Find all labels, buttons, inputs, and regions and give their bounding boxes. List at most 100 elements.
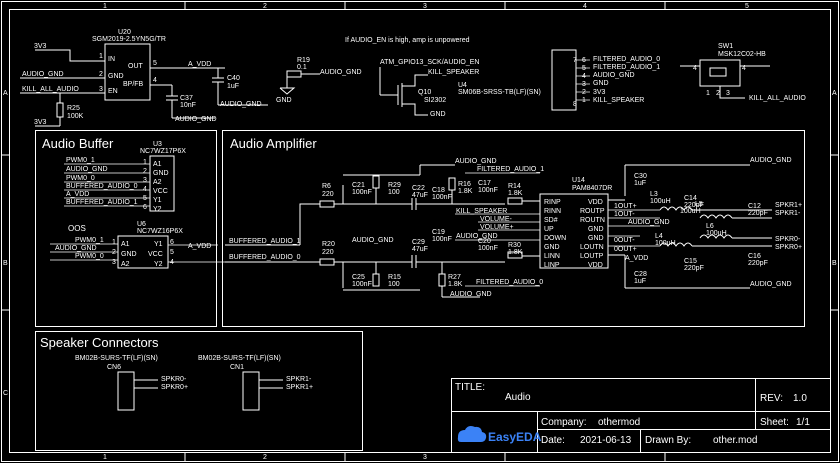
svg-text:SPKR1-: SPKR1-: [286, 376, 312, 383]
svg-text:AUDIO_GND: AUDIO_GND: [750, 281, 792, 288]
row-a-left: A: [3, 90, 8, 97]
svg-text:SPKR1+: SPKR1+: [286, 384, 313, 391]
audio-amplifier-section: [222, 130, 805, 327]
svg-text:3V3: 3V3: [593, 89, 606, 96]
svg-text:AUDIO_GND: AUDIO_GND: [456, 233, 498, 240]
svg-text:AUDIO_GND: AUDIO_GND: [175, 116, 217, 123]
u14-amplifier-ic: U14 PAM8407DR RINP RINN SD# UP DOWN GND …: [539, 177, 612, 269]
svg-text:R29: R29: [388, 182, 401, 189]
svg-text:Y2: Y2: [154, 261, 163, 268]
svg-text:SI2302: SI2302: [424, 97, 446, 104]
svg-text:PWM0_0: PWM0_0: [66, 175, 95, 182]
svg-text:1: 1: [706, 90, 710, 97]
svg-text:FILTERED_AUDIO_1: FILTERED_AUDIO_1: [477, 166, 544, 173]
output-filter: 1OUT+ 1OUT- 0OUT- 0OUT+ AUDIO_GND A_VDD …: [608, 157, 802, 289]
svg-text:C12: C12: [748, 203, 761, 210]
svg-text:6: 6: [170, 239, 174, 246]
svg-text:4: 4: [582, 73, 586, 80]
r25-resistor: R25 100K: [35, 93, 84, 127]
svg-text:3V3: 3V3: [34, 43, 47, 50]
col-2-top: 2: [263, 3, 267, 10]
svg-text:IN: IN: [108, 56, 115, 63]
svg-text:GND: GND: [593, 80, 609, 87]
svg-text:220: 220: [322, 249, 334, 256]
row-c-left: C: [3, 390, 8, 397]
svg-text:A2: A2: [153, 179, 162, 186]
svg-text:A_VDD: A_VDD: [188, 243, 211, 250]
u3-buffer: U3 NC7WZ17P6X A1 GND A2 VCC Y1 Y2 1 2 3 …: [64, 141, 186, 213]
svg-text:R20: R20: [322, 241, 335, 248]
svg-text:GND: GND: [108, 73, 124, 80]
svg-text:AUDIO_GND: AUDIO_GND: [455, 158, 497, 165]
svg-text:C29: C29: [412, 239, 425, 246]
svg-text:R30: R30: [508, 242, 521, 249]
svg-text:2: 2: [716, 90, 720, 97]
svg-text:ATM_GPIO13_SCK/AUDIO_EN: ATM_GPIO13_SCK/AUDIO_EN: [380, 59, 479, 66]
svg-text:AUDIO_GND: AUDIO_GND: [55, 245, 97, 252]
svg-text:3: 3: [99, 86, 103, 93]
svg-text:BUFFERED_AUDIO_0: BUFFERED_AUDIO_0: [229, 254, 301, 261]
note-text: If AUDIO_EN is high, amp is unpowered: [345, 37, 470, 44]
svg-text:KILL_SPEAKER: KILL_SPEAKER: [428, 69, 479, 76]
col-1-bottom: 1: [103, 454, 107, 461]
sw1-switch: SW1 MSK12C02-HB 4 4 1 2 3 KILL_ALL_AUDIO: [680, 43, 806, 102]
svg-text:BM02B-SURS-TF(LF)(SN): BM02B-SURS-TF(LF)(SN): [198, 355, 281, 362]
svg-text:C22: C22: [412, 185, 425, 192]
svg-text:OOS: OOS: [68, 224, 86, 233]
svg-text:0OUT-: 0OUT-: [614, 237, 635, 244]
svg-text:Y1: Y1: [154, 241, 163, 248]
date-value: 2021-06-13: [580, 435, 632, 446]
svg-text:GND: GND: [430, 111, 446, 118]
svg-text:RINP: RINP: [544, 199, 561, 206]
svg-text:NC7WZ16P6X: NC7WZ16P6X: [137, 228, 183, 235]
svg-text:1.8K: 1.8K: [448, 281, 463, 288]
svg-text:1: 1: [582, 97, 586, 104]
svg-text:AUDIO_GND: AUDIO_GND: [593, 72, 635, 79]
svg-text:C25: C25: [352, 274, 365, 281]
svg-text:VDD: VDD: [588, 262, 603, 269]
svg-text:AUDIO_GND: AUDIO_GND: [352, 237, 394, 244]
svg-text:GND: GND: [276, 97, 292, 104]
col-2-bottom: 2: [263, 454, 267, 461]
audio-buffer-title: Audio Buffer: [42, 136, 114, 151]
svg-text:L3: L3: [650, 191, 658, 198]
svg-text:1uF: 1uF: [634, 278, 646, 285]
svg-text:3V3: 3V3: [34, 119, 47, 126]
svg-text:2: 2: [99, 71, 103, 78]
easyeda-logo: EasyEDA: [457, 426, 542, 444]
svg-text:VOLUME+: VOLUME+: [480, 224, 514, 231]
svg-text:1.8K: 1.8K: [508, 190, 523, 197]
svg-text:R15: R15: [388, 274, 401, 281]
svg-text:100: 100: [388, 189, 400, 196]
svg-text:5: 5: [170, 249, 174, 256]
svg-text:220: 220: [322, 191, 334, 198]
svg-text:1.8K: 1.8K: [458, 188, 473, 195]
svg-text:R27: R27: [448, 274, 461, 281]
u20-regulator: U20 SGM2019-2.5YN5G/TR IN GND EN OUT BP/…: [20, 29, 225, 126]
svg-text:ROUTN: ROUTN: [580, 217, 605, 224]
svg-text:L4: L4: [655, 233, 663, 240]
date-label: Date:: [541, 435, 565, 446]
svg-text:A_VDD: A_VDD: [625, 255, 648, 262]
svg-text:GND: GND: [121, 251, 137, 258]
svg-text:C17: C17: [478, 180, 491, 187]
u6-buffer: OOS U6 NC7WZ16P6X A1 GND A2 Y1 VCC Y2 1 …: [50, 221, 225, 269]
svg-text:UP: UP: [544, 226, 554, 233]
speaker-connectors-title: Speaker Connectors: [40, 335, 159, 350]
svg-text:VCC: VCC: [148, 251, 163, 258]
svg-text:1: 1: [143, 159, 147, 166]
svg-text:100nF: 100nF: [432, 194, 452, 201]
svg-text:PWM0_1: PWM0_1: [75, 237, 104, 244]
svg-text:OUT: OUT: [128, 63, 144, 70]
svg-text:BUFFERED_AUDIO_1: BUFFERED_AUDIO_1: [229, 238, 301, 245]
svg-text:CN1: CN1: [230, 364, 244, 371]
svg-text:5: 5: [153, 60, 157, 67]
svg-text:100: 100: [388, 281, 400, 288]
svg-text:BP/FB: BP/FB: [123, 81, 144, 88]
svg-text:SW1: SW1: [718, 43, 733, 50]
sheet-label: Sheet:: [760, 417, 789, 428]
svg-text:4: 4: [693, 65, 697, 72]
svg-text:C30: C30: [634, 173, 647, 180]
svg-text:RINN: RINN: [544, 208, 561, 215]
